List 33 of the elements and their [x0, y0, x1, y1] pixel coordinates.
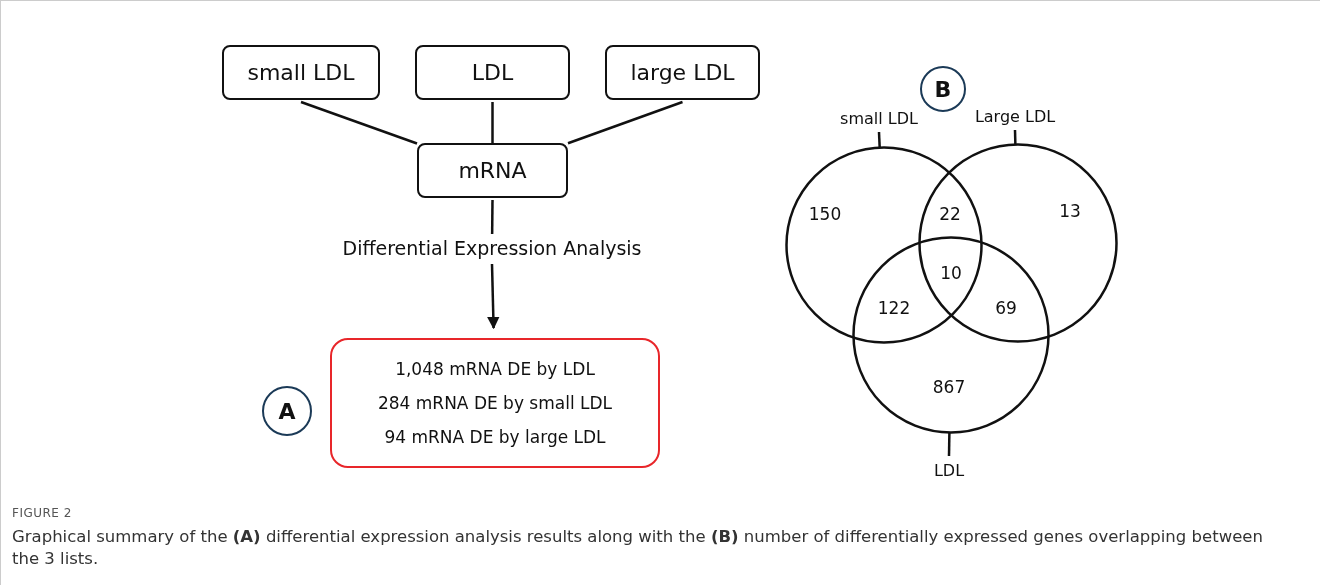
figure-caption: Graphical summary of the (A) differential expression analysis results along with the (B) number of differentially expressed genes overlapping between the 3 lists.	[12, 526, 1264, 570]
panel-letter-badge: A	[262, 386, 312, 436]
set-label: LDL	[919, 458, 979, 482]
count-label: 122	[877, 298, 911, 318]
process-box: small LDL	[222, 45, 380, 100]
leader-line	[1013, 129, 1017, 145]
connector-line	[300, 100, 418, 145]
connector-line	[567, 100, 683, 145]
process-box: LDL	[415, 45, 570, 100]
process-box: mRNA	[417, 143, 568, 198]
leader-line	[947, 432, 951, 457]
arrow	[487, 263, 500, 330]
figure-number: FIGURE 2	[12, 506, 72, 520]
venn-circle	[785, 146, 983, 344]
count-label: 10	[940, 263, 962, 283]
panel-letter-badge: B	[920, 66, 966, 112]
venn-circle	[918, 143, 1118, 343]
count-label: 22	[939, 204, 961, 224]
connector-line	[490, 200, 494, 234]
leader-line	[877, 131, 881, 148]
step-label: Differential Expression Analysis	[340, 234, 644, 262]
venn-circle	[852, 236, 1050, 434]
count-label: 867	[932, 377, 966, 397]
result-text: 1,048 mRNA DE by LDL	[395, 359, 595, 379]
connector-line	[491, 102, 494, 143]
result-text: 94 mRNA DE by large LDL	[384, 427, 606, 447]
count-label: 69	[995, 298, 1017, 318]
count-label: 13	[1059, 201, 1081, 221]
result-text: 284 mRNA DE by small LDL	[377, 393, 613, 413]
results-box	[330, 338, 660, 468]
count-label: 150	[808, 204, 842, 224]
set-label: Large LDL	[965, 104, 1065, 128]
process-box: large LDL	[605, 45, 760, 100]
